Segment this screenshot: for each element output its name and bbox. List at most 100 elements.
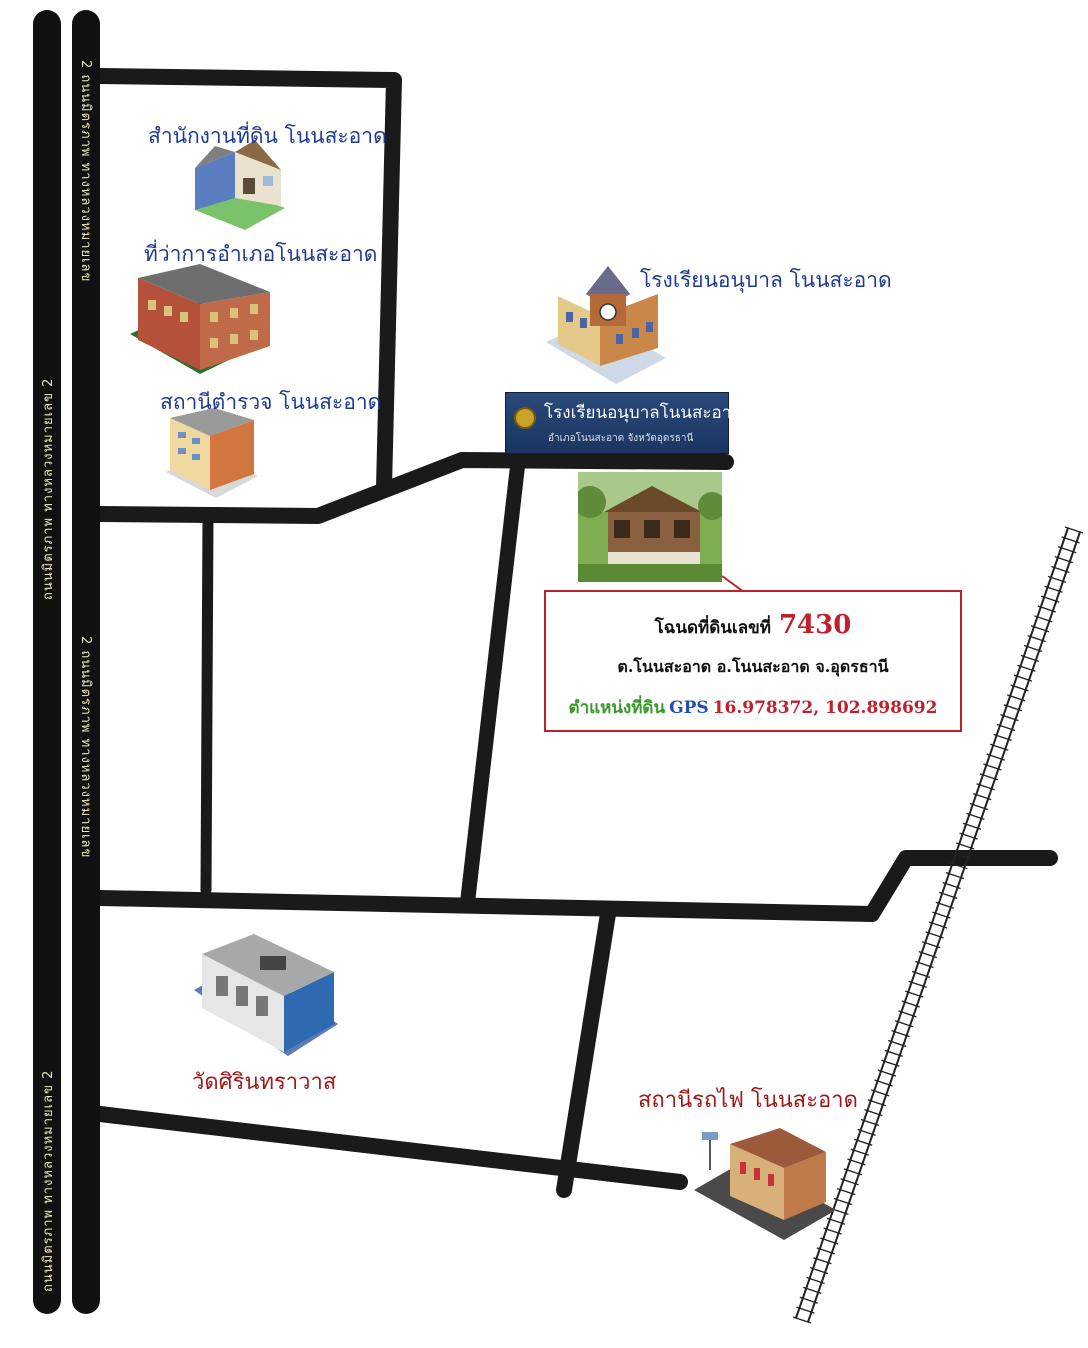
rail-tie: [986, 753, 1006, 761]
rail-tie: [813, 1257, 832, 1265]
rail-tie: [799, 1296, 819, 1304]
rail-tie: [860, 1118, 880, 1127]
rail-tie: [796, 1306, 815, 1314]
gps-coordinates: 16.978372, 102.898692: [712, 698, 938, 718]
rail-tie: [867, 1099, 887, 1107]
rail-tie: [1013, 674, 1033, 682]
rail-tie: [1023, 644, 1043, 653]
rail-tie: [802, 1286, 822, 1295]
rail-tie: [823, 1227, 842, 1235]
road-east-west: [92, 850, 1058, 922]
rail-tie: [1000, 713, 1019, 722]
deed-label: โฉนดที่ดินเลขที่: [654, 618, 771, 638]
rail-tie: [952, 852, 972, 860]
rail-tie: [1037, 605, 1057, 613]
police-station-icon: [166, 408, 258, 498]
deed-row: โฉนดที่ดินเลขที่ 7430: [546, 610, 960, 641]
rail-tie: [928, 921, 948, 929]
rail-tie: [938, 891, 958, 900]
highway-label-right-bottom: 2 ถนนมิตรภาพ ทางหลวงหมายเลข: [78, 636, 93, 858]
rail-tie: [935, 901, 955, 909]
rail-tie: [898, 1010, 917, 1018]
school-sign-name: โรงเรียนอนุบาลโนนสะอาด: [544, 403, 743, 423]
railway: [792, 526, 1084, 1324]
highway: ถนนมิตรภาพ ทางหลวงหมายเลข 2 ถนนมิตรภาพ ท…: [33, 10, 100, 1314]
rail-tie: [942, 881, 961, 890]
rail-tie: [1040, 595, 1060, 603]
rail-tie: [864, 1108, 883, 1117]
rail-tie: [949, 862, 968, 870]
rail-tie: [1034, 615, 1053, 623]
rail-tie: [955, 842, 975, 850]
land-address: ต.โนนสะอาด อ.โนนสะอาด จ.อุดรธานี: [617, 657, 889, 676]
rail-tie: [887, 1039, 907, 1048]
land-info-box: โฉนดที่ดินเลขที่ 7430 ต.โนนสะอาด อ.โนนสะอ…: [544, 590, 962, 732]
rail-tie: [857, 1128, 876, 1137]
police-station-label: สถานีตำรวจ โนนสะอาด: [160, 390, 381, 414]
road-network: [92, 68, 1058, 1198]
rail-tie: [996, 723, 1016, 732]
rail-tie: [921, 941, 941, 949]
temple-label: วัดศิรินทราวาส: [192, 1070, 337, 1095]
rail-tie: [983, 763, 1002, 771]
district-office-icon: [130, 264, 270, 374]
railway-station-label: สถานีรถไฟ โนนสะอาด: [638, 1087, 858, 1113]
rail-tie: [1044, 585, 1063, 593]
rail-tie: [874, 1079, 893, 1087]
rail-tie: [877, 1069, 897, 1077]
rail-tie: [901, 1000, 921, 1008]
position-label: ตำแหน่งที่ดิน: [568, 698, 666, 718]
rail-tie: [969, 802, 989, 811]
rail-tie: [836, 1187, 856, 1196]
land-office-icon: [195, 140, 285, 230]
rail-tie: [972, 792, 992, 801]
school-sign-subtitle: อำเภอโนนสะอาด จังหวัดอุดรธานี: [548, 433, 694, 444]
rail-tie: [989, 743, 1009, 751]
rail-tie: [1010, 684, 1029, 692]
rail-tie: [819, 1237, 839, 1245]
kindergarten-icon: [546, 266, 666, 384]
road-middle-vertical: [460, 454, 526, 906]
rail-tie: [945, 871, 965, 880]
rail-tie: [884, 1049, 904, 1058]
rail-tie: [853, 1138, 873, 1146]
rail-tie: [826, 1217, 846, 1225]
rail-tie: [911, 970, 931, 979]
rail-tie: [979, 773, 999, 781]
rail-tie: [918, 950, 938, 959]
rail-tie: [891, 1029, 910, 1038]
rail-tie: [1061, 536, 1080, 544]
road-small-vertical: [200, 510, 214, 896]
temple-icon: [194, 934, 338, 1056]
road-south-vertical: [556, 906, 616, 1198]
rail-tie: [1054, 555, 1074, 564]
rail-tie: [1017, 664, 1036, 672]
rail-tie: [908, 980, 927, 988]
rail-tie: [1027, 634, 1046, 643]
school-emblem-icon: [514, 407, 536, 429]
deed-number: 7430: [778, 610, 852, 640]
highway-label-top: ถนนมิตรภาพ ทางหลวงหมายเลข 2: [41, 378, 56, 600]
rail-tie: [833, 1197, 853, 1206]
rail-tie: [847, 1158, 866, 1166]
rail-tie: [932, 911, 951, 919]
rail-tie: [962, 822, 982, 830]
railway-station-icon: [694, 1128, 836, 1240]
rail-tie: [870, 1089, 890, 1097]
rail-tie: [843, 1168, 863, 1176]
rail-tie: [904, 990, 924, 998]
rail-tie: [894, 1020, 914, 1028]
road-south: [92, 1106, 688, 1190]
rail-tie: [881, 1059, 900, 1067]
district-office-label: ที่ว่าการอำเภอโนนสะอาด: [144, 239, 377, 266]
land-office-label: สำนักงานที่ดิน โนนสะอาด: [148, 121, 387, 148]
school-sign: โรงเรียนอนุบาลโนนสะอาด อำเภอโนนสะอาด จัง…: [505, 392, 742, 454]
rail-tie: [1030, 625, 1050, 633]
rail-tie: [1051, 565, 1070, 574]
rail-tie: [809, 1266, 829, 1275]
rail-tie: [925, 931, 944, 939]
rail-tie: [792, 1316, 812, 1324]
rail-tie: [993, 733, 1012, 742]
